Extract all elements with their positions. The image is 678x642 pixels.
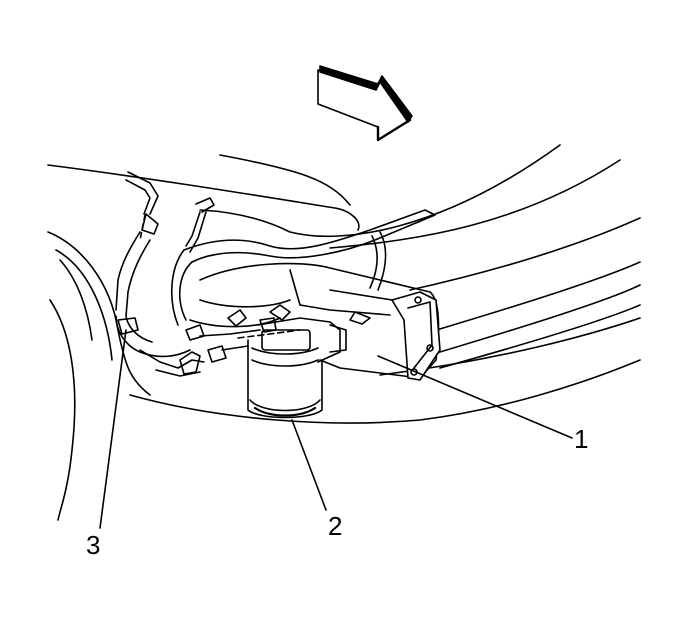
fill-hose-assembly [126,172,435,325]
leader-line-1 [378,356,572,438]
callout-label-1: 1 [574,424,589,454]
leader-line-3 [100,330,126,528]
wiring-harness [116,215,300,376]
callout-leader-lines [100,330,572,528]
pump-canister [248,305,346,418]
callout-label-2: 2 [328,511,343,541]
vehicle-body-outline [48,145,640,520]
callout-label-3: 3 [86,530,101,560]
leader-line-2 [292,420,326,510]
forward-arrow-icon [318,66,412,140]
reservoir-body [190,264,440,380]
